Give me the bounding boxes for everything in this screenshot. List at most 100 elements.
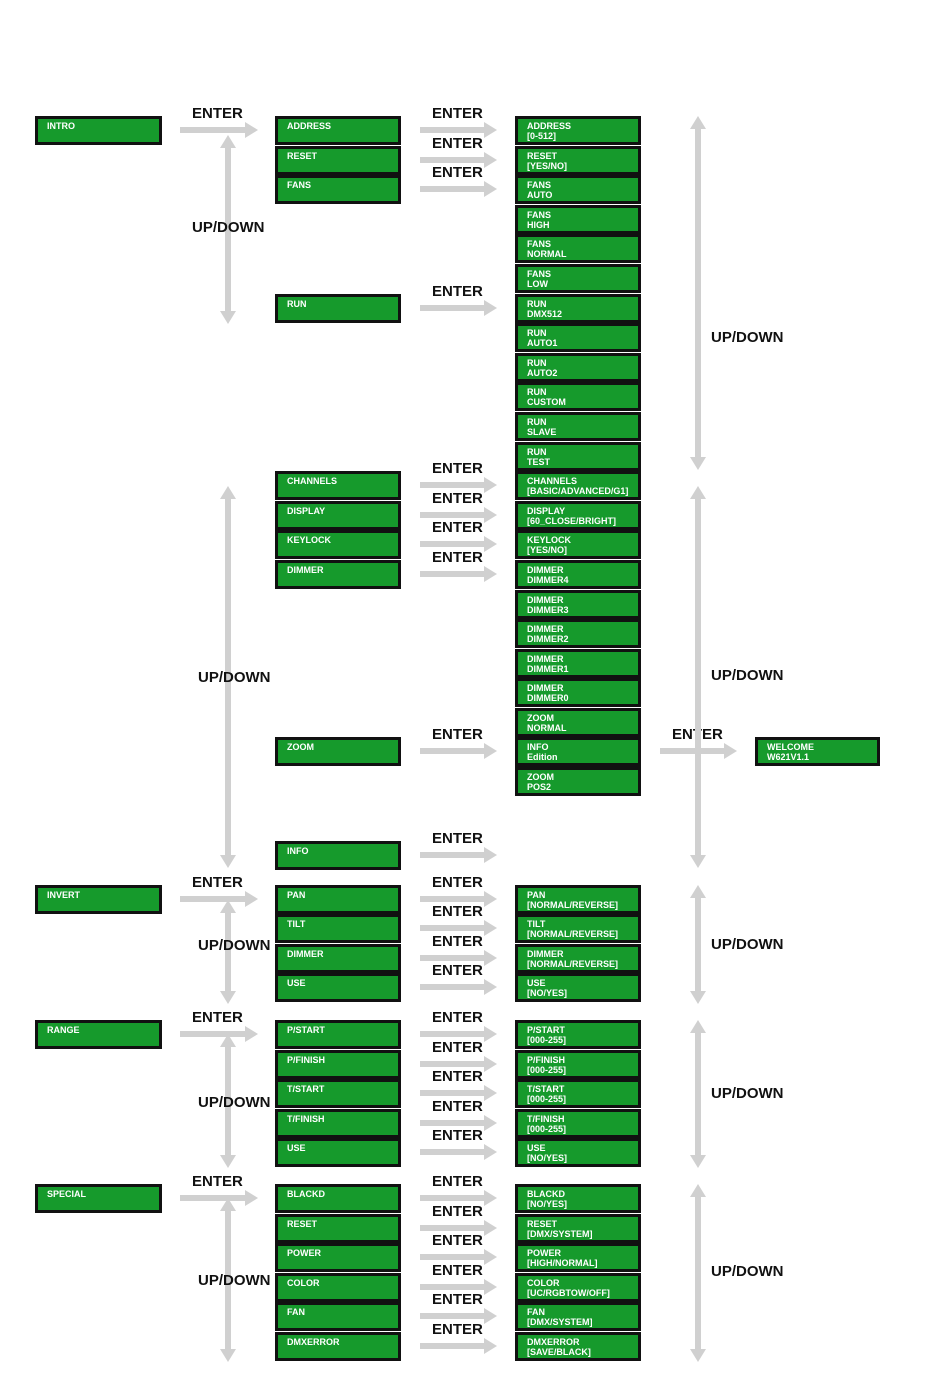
intro-option-keylock-yes-no[interactable]: KEYLOCK[YES/NO] bbox=[515, 530, 641, 559]
invert-option-pan-normal-reverse[interactable]: PAN[NORMAL/REVERSE] bbox=[515, 885, 641, 914]
intro-item-info[interactable]: INFO bbox=[275, 841, 401, 870]
special-item-blackd[interactable]: BLACKD bbox=[275, 1184, 401, 1213]
intro-option-dimmer-dimmer4-line-1: DIMMER bbox=[527, 565, 564, 575]
special-menu-box[interactable]: SPECIAL bbox=[35, 1184, 162, 1213]
intro-option-channels-basic-advanced-g1-line-1: CHANNELS bbox=[527, 476, 578, 486]
intro-item-fans-line-1: FANS bbox=[287, 180, 312, 190]
intro-option-dimmer-dimmer0-line-2: DIMMER0 bbox=[527, 693, 569, 703]
range-menu-box[interactable]: RANGE bbox=[35, 1020, 162, 1049]
special-option-reset-dmx-system[interactable]: RESET[DMX/SYSTEM] bbox=[515, 1214, 641, 1243]
range-option-use-no-yes-line-2: [NO/YES] bbox=[527, 1153, 568, 1163]
range-item-p-finish-line-1: P/FINISH bbox=[287, 1055, 326, 1065]
intro-enter-arrow-keylock bbox=[420, 536, 497, 552]
range-item-p-start[interactable]: P/START bbox=[275, 1020, 401, 1049]
intro-option-channels-basic-advanced-g1[interactable]: CHANNELS[BASIC/ADVANCED/G1] bbox=[515, 471, 641, 500]
special-item-color[interactable]: COLOR bbox=[275, 1273, 401, 1302]
intro-item-zoom[interactable]: ZOOM bbox=[275, 737, 401, 766]
intro-item-keylock[interactable]: KEYLOCK bbox=[275, 530, 401, 559]
intro-item-reset[interactable]: RESET bbox=[275, 146, 401, 175]
invert-item-pan[interactable]: PAN bbox=[275, 885, 401, 914]
range-item-use[interactable]: USE bbox=[275, 1138, 401, 1167]
range-option-p-start-000-255[interactable]: P/START[000-255] bbox=[515, 1020, 641, 1049]
intro-option-display-60-close-bright[interactable]: DISPLAY[60_CLOSE/BRIGHT] bbox=[515, 501, 641, 530]
special-item-fan[interactable]: FAN bbox=[275, 1302, 401, 1331]
intro-enter-arrow-reset bbox=[420, 152, 497, 168]
invert-item-use[interactable]: USE bbox=[275, 973, 401, 1002]
range-menu-box-line-1: RANGE bbox=[47, 1025, 80, 1035]
special-option-fan-dmx-system-line-1: FAN bbox=[527, 1307, 545, 1317]
invert-menu-box-line-1: INVERT bbox=[47, 890, 81, 900]
range-item-t-finish[interactable]: T/FINISH bbox=[275, 1109, 401, 1138]
range-option-t-start-000-255[interactable]: T/START[000-255] bbox=[515, 1079, 641, 1108]
range-enter-arrow-t-start bbox=[420, 1085, 497, 1101]
intro-enter-label-info: ENTER bbox=[432, 830, 483, 847]
intro-item-channels[interactable]: CHANNELS bbox=[275, 471, 401, 500]
special-enter-label-blackd: ENTER bbox=[432, 1173, 483, 1190]
range-option-use-no-yes[interactable]: USE[NO/YES] bbox=[515, 1138, 641, 1167]
range-item-t-start[interactable]: T/START bbox=[275, 1079, 401, 1108]
special-item-power[interactable]: POWER bbox=[275, 1243, 401, 1272]
intro-item-address-line-1: ADDRESS bbox=[287, 121, 332, 131]
intro-menu-box[interactable]: INTRO bbox=[35, 116, 162, 145]
special-item-dmxerror[interactable]: DMXERROR bbox=[275, 1332, 401, 1361]
special-option-dmxerror-save-black[interactable]: DMXERROR[SAVE/BLACK] bbox=[515, 1332, 641, 1361]
intro-option-zoom-normal-line-1: ZOOM bbox=[527, 713, 554, 723]
range-option-p-finish-000-255[interactable]: P/FINISH[000-255] bbox=[515, 1050, 641, 1079]
intro-option-fans-high-line-2: HIGH bbox=[527, 220, 550, 230]
special-option-color-uc-rgbtow-off[interactable]: COLOR[UC/RGBTOW/OFF] bbox=[515, 1273, 641, 1302]
invert-menu-box[interactable]: INVERT bbox=[35, 885, 162, 914]
range-option-t-finish-000-255[interactable]: T/FINISH[000-255] bbox=[515, 1109, 641, 1138]
intro-enter-arrow-run bbox=[420, 300, 497, 316]
range-option-p-finish-000-255-line-2: [000-255] bbox=[527, 1065, 567, 1075]
intro-option-reset-yes-no[interactable]: RESET[YES/NO] bbox=[515, 146, 641, 175]
intro-item-fans[interactable]: FANS bbox=[275, 175, 401, 204]
intro-item-run[interactable]: RUN bbox=[275, 294, 401, 323]
special-option-power-high-normal[interactable]: POWER[HIGH/NORMAL] bbox=[515, 1243, 641, 1272]
intro-option-channels-basic-advanced-g1-line-2: [BASIC/ADVANCED/G1] bbox=[527, 486, 629, 496]
range-item-p-start-line-1: P/START bbox=[287, 1025, 325, 1035]
special-option-fan-dmx-system[interactable]: FAN[DMX/SYSTEM] bbox=[515, 1302, 641, 1331]
intro-item-dimmer[interactable]: DIMMER bbox=[275, 560, 401, 589]
intro-option-keylock-yes-no-line-1: KEYLOCK bbox=[527, 535, 572, 545]
invert-item-tilt[interactable]: TILT bbox=[275, 914, 401, 943]
invert-option-tilt-normal-reverse[interactable]: TILT[NORMAL/REVERSE] bbox=[515, 914, 641, 943]
intro-item-display-line-1: DISPLAY bbox=[287, 506, 326, 516]
special-option-blackd-no-yes[interactable]: BLACKD[NO/YES] bbox=[515, 1184, 641, 1213]
intro-item-run-line-1: RUN bbox=[287, 299, 307, 309]
special-option-color-uc-rgbtow-off-line-2: [UC/RGBTOW/OFF] bbox=[527, 1288, 610, 1298]
special-enter-label-dmxerror: ENTER bbox=[432, 1321, 483, 1338]
intro-option-info-edition-line-1: INFO bbox=[527, 742, 549, 752]
range-item-p-finish[interactable]: P/FINISH bbox=[275, 1050, 401, 1079]
special-option-reset-dmx-system-line-2: [DMX/SYSTEM] bbox=[527, 1229, 593, 1239]
special-item-reset[interactable]: RESET bbox=[275, 1214, 401, 1243]
invert-item-dimmer[interactable]: DIMMER bbox=[275, 944, 401, 973]
range-options-updown-arrow bbox=[690, 1020, 706, 1168]
intro-item-display[interactable]: DISPLAY bbox=[275, 501, 401, 530]
special-enter-arrow-color bbox=[420, 1279, 497, 1295]
invert-enter-label-pan: ENTER bbox=[432, 874, 483, 891]
intro-option-address-0-512[interactable]: ADDRESS[0-512] bbox=[515, 116, 641, 145]
invert-option-dimmer-normal-reverse[interactable]: DIMMER[NORMAL/REVERSE] bbox=[515, 944, 641, 973]
range-top-enter-label: ENTER bbox=[192, 1009, 243, 1026]
invert-option-use-no-yes[interactable]: USE[NO/YES] bbox=[515, 973, 641, 1002]
intro-item-address[interactable]: ADDRESS bbox=[275, 116, 401, 145]
